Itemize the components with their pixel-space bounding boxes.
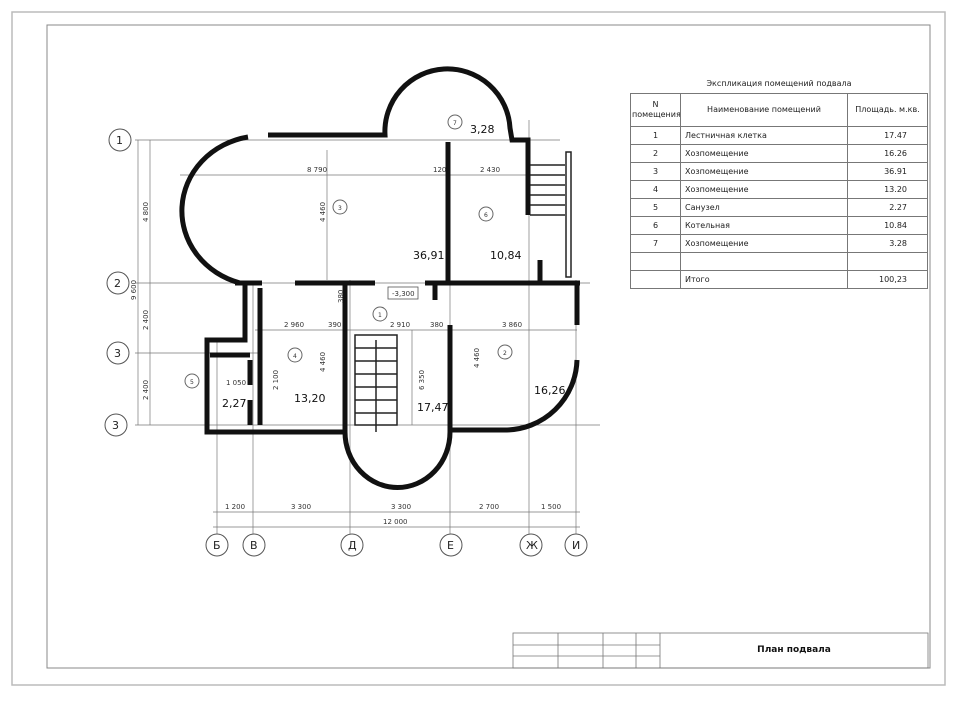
svg-text:1 200: 1 200 xyxy=(225,503,245,511)
explication-table: N помещения Наименование помещений Площа… xyxy=(630,93,928,289)
svg-text:380: 380 xyxy=(337,290,345,303)
stair-outer xyxy=(530,151,572,278)
room-area-1: 17,47 xyxy=(417,401,449,414)
header-number: N помещения xyxy=(630,93,681,127)
room-area-3: 36,91 xyxy=(413,249,445,262)
svg-text:4 800: 4 800 xyxy=(142,202,150,222)
room-number-1: 1 xyxy=(378,312,382,319)
svg-text:2 700: 2 700 xyxy=(479,503,499,511)
inner-dimensions: 8 790 120 2 430 4 460 380 2 960 390 2 91… xyxy=(226,166,522,390)
header-name: Наименование помещений xyxy=(680,93,848,127)
svg-text:2 400: 2 400 xyxy=(142,380,150,400)
room-area-4: 13,20 xyxy=(294,392,326,405)
svg-text:3 300: 3 300 xyxy=(291,503,311,511)
table-header: N помещения Наименование помещений Площа… xyxy=(630,93,928,127)
svg-text:120: 120 xyxy=(433,166,446,174)
svg-text:1 500: 1 500 xyxy=(541,503,561,511)
room-number-3: 3 xyxy=(338,205,342,212)
axis-e: Е xyxy=(447,539,454,552)
explication-title: Экспликация помещений подвала xyxy=(706,79,852,88)
room-area-7: 3,28 xyxy=(470,123,495,136)
svg-text:8 790: 8 790 xyxy=(307,166,327,174)
svg-text:9 600: 9 600 xyxy=(130,280,138,300)
drawing-frame xyxy=(46,24,931,669)
room-area-5: 2,27 xyxy=(222,397,247,410)
axis-3a: 3 xyxy=(114,347,121,360)
axis-1: 1 xyxy=(116,134,123,147)
room-number-6: 6 xyxy=(484,212,488,219)
sheet-title: План подвала xyxy=(757,645,831,655)
svg-text:2 960: 2 960 xyxy=(284,321,304,329)
svg-text:1 050: 1 050 xyxy=(226,379,246,387)
axis-3b: 3 xyxy=(112,419,119,432)
svg-text:4 460: 4 460 xyxy=(319,202,327,222)
svg-text:2 400: 2 400 xyxy=(142,310,150,330)
svg-text:3 860: 3 860 xyxy=(502,321,522,329)
room-area-6: 10,84 xyxy=(490,249,522,262)
walls xyxy=(179,66,580,490)
svg-text:380: 380 xyxy=(430,321,443,329)
axis-markers: 1 2 3 3 Б В Д Е Ж И xyxy=(104,128,588,557)
svg-text:2 100: 2 100 xyxy=(272,370,280,390)
room-area-2: 16,26 xyxy=(534,384,566,397)
svg-text:4 460: 4 460 xyxy=(319,352,327,372)
room-markers: 7 3 6 1 2 4 5 xyxy=(184,114,513,389)
svg-text:4 460: 4 460 xyxy=(473,348,481,368)
svg-text:12 000: 12 000 xyxy=(383,518,408,526)
sheet-border xyxy=(11,11,946,686)
table-row-empty xyxy=(630,252,928,271)
elevation-box xyxy=(387,286,419,300)
stair-inner xyxy=(354,334,398,432)
svg-text:6 350: 6 350 xyxy=(418,370,426,390)
axis-i: И xyxy=(572,539,580,552)
svg-text:3 300: 3 300 xyxy=(391,503,411,511)
room-number-5: 5 xyxy=(190,379,194,386)
outer-dimensions: 1 200 3 300 3 300 2 700 1 500 12 000 4 8… xyxy=(130,202,561,526)
axis-b: Б xyxy=(213,539,221,552)
axis-zh: Ж xyxy=(526,539,538,552)
axis-v: В xyxy=(250,539,258,552)
header-area: Площадь. м.кв. xyxy=(847,93,928,127)
axis-2: 2 xyxy=(114,277,121,290)
svg-text:390: 390 xyxy=(328,321,341,329)
svg-text:2 430: 2 430 xyxy=(480,166,500,174)
room-number-7: 7 xyxy=(453,120,457,127)
axis-d: Д xyxy=(348,539,357,552)
svg-text:2 910: 2 910 xyxy=(390,321,410,329)
elevation-mark: -3,300 xyxy=(392,290,415,298)
room-number-4: 4 xyxy=(293,353,297,360)
title-block-grid xyxy=(512,632,929,669)
room-number-2: 2 xyxy=(503,350,507,357)
